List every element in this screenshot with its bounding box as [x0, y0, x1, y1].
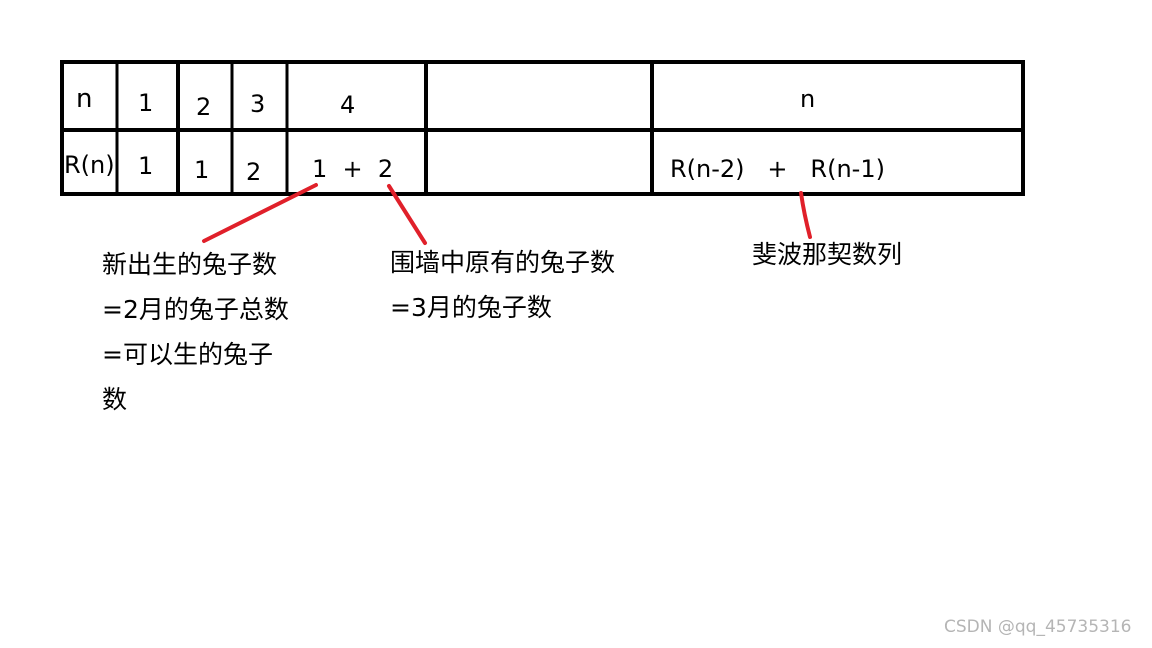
row-n-cell-2: 2 — [196, 93, 212, 121]
existing-annotation: 围墙中原有的兔子数 =3月的兔子数 — [390, 240, 615, 330]
row-r-cell-2: 1 — [194, 156, 210, 184]
fibonacci-annotation-line: 斐波那契数列 — [752, 240, 903, 269]
newborn-annotation-line: =2月的兔子总数 — [102, 295, 289, 324]
row-r-cell-4: 1 + 2 — [312, 155, 394, 183]
fibonacci-pointer-line — [799, 191, 812, 239]
row-n-cell-3: 3 — [250, 90, 266, 118]
row-n-cell-1: 1 — [138, 89, 154, 117]
row-r-cell-6: R(n-2) + R(n-1) — [670, 155, 885, 183]
row-r-cell-3: 2 — [246, 158, 262, 186]
existing-pointer-line — [387, 184, 427, 245]
row-n-cell-4: 4 — [340, 91, 356, 119]
row-n-cell-6: n — [800, 85, 816, 113]
existing-annotation-line: 围墙中原有的兔子数 — [390, 248, 616, 277]
existing-annotation-line: =3月的兔子数 — [390, 293, 552, 322]
row-r-label: R(n) — [64, 151, 115, 179]
row-n-label: n — [76, 84, 93, 114]
newborn-annotation-line: =可以生的兔子 — [102, 340, 273, 369]
newborn-annotation-line: 新出生的兔子数 — [102, 250, 278, 279]
newborn-annotation-line: 数 — [102, 385, 128, 414]
newborn-annotation: 新出生的兔子数 =2月的兔子总数 =可以生的兔子 数 — [102, 242, 289, 422]
fibonacci-annotation: 斐波那契数列 — [752, 232, 902, 277]
watermark: CSDN @qq_45735316 — [944, 617, 1132, 637]
row-r-cell-1: 1 — [138, 152, 154, 180]
newborn-pointer-line — [202, 183, 318, 243]
